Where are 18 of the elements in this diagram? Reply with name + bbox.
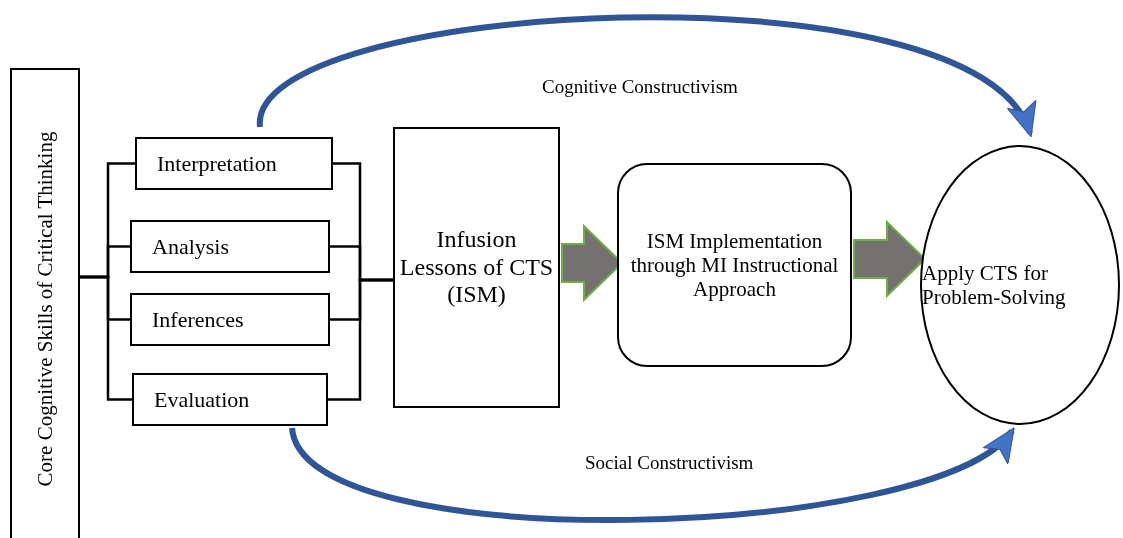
node-label: Infusion Lessons of CTS (ISM) [398, 226, 555, 309]
process-box [393, 127, 560, 408]
skill-box [132, 373, 328, 426]
bracket-line [80, 275, 132, 401]
heading-box [10, 68, 80, 538]
node-label: Apply CTS for Problem-Solving [922, 260, 1067, 310]
skill-box [135, 137, 333, 190]
bracket-line [328, 278, 393, 401]
node-label: Interpretation [157, 150, 277, 177]
node-label: Analysis [152, 233, 229, 260]
node-label: Inferences [152, 306, 244, 333]
curved-arrow [289, 426, 1016, 523]
node-label: ISM Implementation through MI Instructional Approach [629, 228, 840, 302]
node-label: Evaluation [154, 386, 250, 413]
process-box [617, 163, 852, 367]
skill-box [130, 220, 330, 273]
node-label: Core Cognitive Skills of Critical Thinking [32, 131, 58, 487]
skill-box [130, 293, 330, 346]
